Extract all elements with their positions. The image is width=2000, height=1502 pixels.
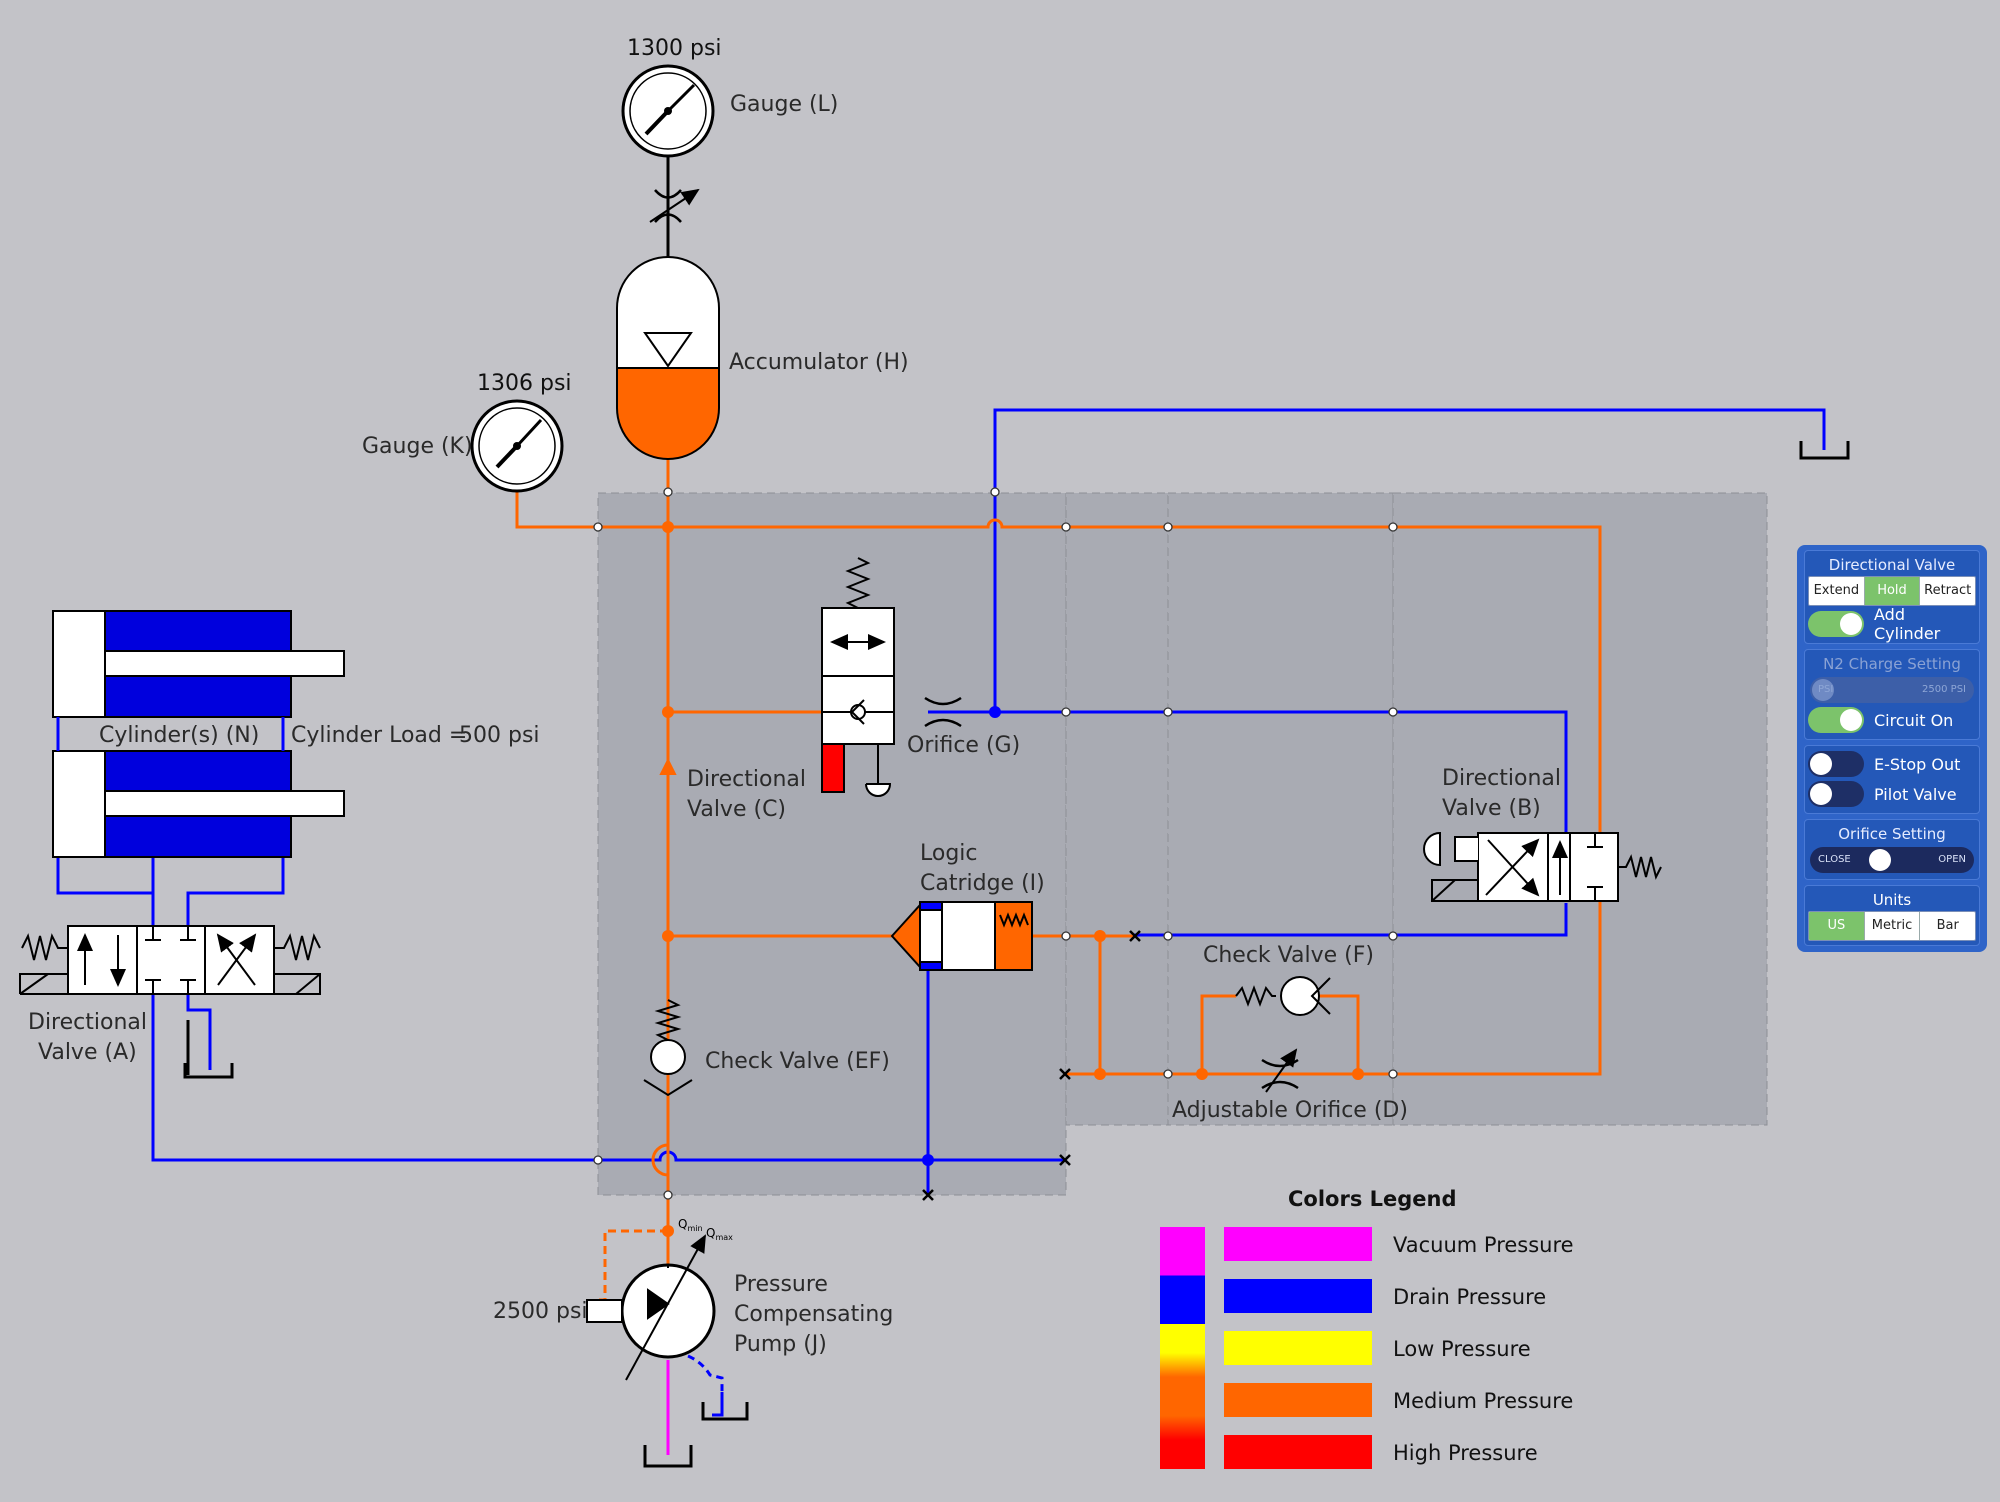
circuit-on-toggle[interactable] bbox=[1808, 707, 1864, 733]
directional-valve-a-label-2: Valve (A) bbox=[38, 1040, 137, 1065]
units-us-option[interactable]: US bbox=[1809, 912, 1865, 940]
accumulator-label: Accumulator (H) bbox=[729, 350, 909, 375]
cylinder-load-label: Cylinder Load = bbox=[291, 723, 467, 748]
qmax-label: Qmax bbox=[706, 1226, 733, 1242]
estop-out-toggle[interactable] bbox=[1808, 751, 1864, 777]
accumulator-icon bbox=[616, 256, 720, 460]
legend-swatch bbox=[1224, 1435, 1372, 1469]
directional-valve-c-icon bbox=[821, 557, 895, 797]
legend-gradient-bar bbox=[1160, 1227, 1205, 1469]
adjustable-orifice-label: Adjustable Orifice (D) bbox=[1172, 1098, 1408, 1123]
pump-label-1: Pressure bbox=[734, 1272, 828, 1297]
directional-valve-b-label-1: Directional bbox=[1442, 766, 1561, 791]
directional-valve-b-icon bbox=[1423, 831, 1662, 902]
control-panel: Directional Valve Extend Hold Retract Ad… bbox=[1797, 545, 1987, 952]
units-title: Units bbox=[1872, 891, 1912, 909]
legend-label: High Pressure bbox=[1393, 1441, 1538, 1465]
units-metric-option[interactable]: Metric bbox=[1865, 912, 1921, 940]
orifice-setting-title: Orifice Setting bbox=[1838, 825, 1946, 843]
add-cylinder-toggle[interactable] bbox=[1808, 611, 1864, 637]
pilot-valve-label: Pilot Valve bbox=[1874, 784, 1957, 804]
retract-option[interactable]: Retract bbox=[1924, 583, 1972, 598]
n2-charge-slider[interactable]: PSI 2500 PSI bbox=[1810, 677, 1974, 703]
logic-cartridge-icon bbox=[890, 901, 1033, 971]
check-valve-f-label: Check Valve (F) bbox=[1203, 943, 1374, 968]
directional-valve-selector: Extend Hold Retract bbox=[1808, 576, 1976, 606]
directional-valve-section: Directional Valve Extend Hold Retract Ad… bbox=[1804, 550, 1980, 644]
tank-a-icon bbox=[183, 1020, 234, 1079]
legend-swatch bbox=[1224, 1331, 1372, 1365]
check-valve-ef-label: Check Valve (EF) bbox=[705, 1049, 890, 1074]
adjustable-orifice-icon bbox=[1261, 1048, 1299, 1093]
check-valve-ef-icon bbox=[643, 757, 693, 1097]
directional-valve-b-label-2: Valve (B) bbox=[1442, 796, 1541, 821]
orifice-g-icon bbox=[924, 696, 962, 728]
tank-drain-icon bbox=[701, 1402, 749, 1421]
orifice-setting-section: Orifice Setting CLOSE OPEN bbox=[1804, 819, 1980, 880]
gauge-l-value: 1300 psi bbox=[627, 36, 722, 61]
units-selector: US Metric Bar bbox=[1808, 911, 1976, 941]
orifice-open-label: OPEN bbox=[1938, 854, 1966, 865]
cylinders-label: Cylinder(s) (N) bbox=[99, 723, 259, 748]
gauge-k-value: 1306 psi bbox=[477, 371, 572, 396]
directional-valve-title: Directional Valve bbox=[1828, 556, 1956, 574]
n2-charge-section: N2 Charge Setting PSI 2500 PSI Circuit O… bbox=[1804, 649, 1980, 740]
cylinder-icons bbox=[52, 610, 345, 858]
legend-label: Medium Pressure bbox=[1393, 1389, 1573, 1413]
pump-label-3: Pump (J) bbox=[734, 1332, 827, 1357]
directional-valve-c-label-1: Directional bbox=[687, 767, 806, 792]
pressure-lines bbox=[515, 458, 1602, 1270]
legend-label: Drain Pressure bbox=[1393, 1285, 1546, 1309]
hold-option[interactable]: Hold bbox=[1864, 577, 1921, 605]
add-cylinder-label: Add Cylinder bbox=[1874, 605, 1941, 643]
junction-dots bbox=[593, 487, 1398, 1237]
directional-valve-a-icon bbox=[19, 925, 321, 995]
legend-swatch bbox=[1224, 1383, 1372, 1417]
gauge-l-icon bbox=[621, 64, 715, 262]
tank-b-icon bbox=[1799, 441, 1850, 460]
pump-label-2: Compensating bbox=[734, 1302, 893, 1327]
orifice-setting-slider[interactable]: CLOSE OPEN bbox=[1810, 847, 1974, 873]
legend-swatch bbox=[1224, 1227, 1372, 1261]
units-section: Units US Metric Bar bbox=[1804, 885, 1980, 946]
directional-valve-a-label-1: Directional bbox=[28, 1010, 147, 1035]
orifice-slider-knob[interactable] bbox=[1868, 849, 1891, 871]
n2-charge-title: N2 Charge Setting bbox=[1823, 655, 1961, 673]
orifice-close-label: CLOSE bbox=[1818, 854, 1851, 865]
orifice-g-label: Orifice (G) bbox=[907, 733, 1020, 758]
check-valve-f-icon bbox=[1235, 976, 1331, 1016]
tank-j-icon bbox=[643, 1445, 693, 1468]
pump-setting-label: 2500 psi bbox=[493, 1299, 588, 1324]
directional-valve-c-label-2: Valve (C) bbox=[687, 797, 786, 822]
switches-section: E-Stop Out Pilot Valve bbox=[1804, 745, 1980, 814]
logic-cartridge-label-2: Catridge (I) bbox=[920, 871, 1045, 896]
gauge-l-label: Gauge (L) bbox=[730, 92, 838, 117]
estop-out-label: E-Stop Out bbox=[1874, 754, 1961, 774]
qmin-label: Qmin bbox=[678, 1217, 703, 1233]
legend-title: Colors Legend bbox=[1288, 1187, 1457, 1211]
extend-option[interactable]: Extend bbox=[1809, 577, 1865, 605]
n2-min-label: PSI bbox=[1818, 684, 1834, 695]
legend-swatch bbox=[1224, 1279, 1372, 1313]
pump-icon bbox=[586, 1234, 716, 1381]
units-bar-option[interactable]: Bar bbox=[1936, 918, 1959, 933]
cylinder-load-value: 500 psi bbox=[459, 723, 540, 748]
circuit-on-label: Circuit On bbox=[1874, 710, 1954, 730]
gauge-k-label: Gauge (K) bbox=[362, 434, 473, 459]
legend-label: Low Pressure bbox=[1393, 1337, 1531, 1361]
gauge-k-icon bbox=[470, 399, 564, 493]
pilot-valve-toggle[interactable] bbox=[1808, 781, 1864, 807]
legend-label: Vacuum Pressure bbox=[1393, 1233, 1574, 1257]
n2-max-label: 2500 PSI bbox=[1922, 684, 1966, 695]
pump-case-drain bbox=[687, 1354, 724, 1412]
logic-cartridge-label-1: Logic bbox=[920, 841, 978, 866]
